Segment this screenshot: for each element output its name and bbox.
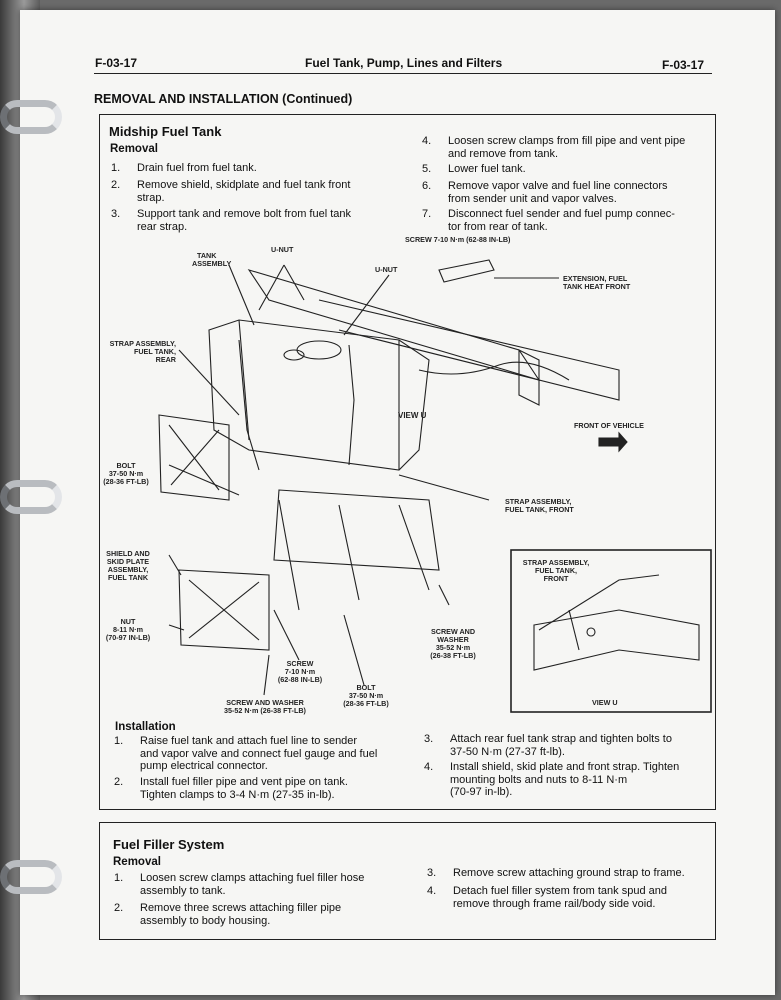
label-bolt-b-3: (28-36 FT-LB) <box>343 699 389 708</box>
label-screw-mid-1: SCREW <box>286 659 314 668</box>
frame-rail-right <box>318 299 620 401</box>
filler-pipe <box>418 361 570 381</box>
fuel-tank-body <box>208 319 430 471</box>
label-inset-strap-2: FUEL TANK, <box>534 566 578 575</box>
shield-rear <box>158 414 230 501</box>
midship-fuel-tank-box <box>99 114 716 810</box>
removal-step-5: 5. Lower fuel tank. <box>422 163 526 175</box>
removal-step-4: 4. Loosen screw clamps from fill pipe an… <box>422 135 686 160</box>
label-shield-2: SKID PLATE <box>106 557 150 566</box>
label-screw-mid-2: 7-10 N·m <box>284 667 316 676</box>
inset-view-u <box>510 549 712 713</box>
label-inset-view-u: VIEW U <box>592 698 618 707</box>
removal-step-1: 1. Drain fuel from fuel tank. <box>111 162 257 174</box>
label-nut-3: (70-97 IN-LB) <box>105 633 151 642</box>
label-strap-rear-1: STRAP ASSEMBLY, <box>109 339 176 348</box>
install-step-2: 2. Install fuel filler pipe and vent pip… <box>114 776 348 801</box>
label-screw-washer-r-2: WASHER <box>437 635 469 644</box>
label-extension-2: TANK HEAT FRONT <box>563 282 631 291</box>
skid-plate <box>273 489 440 571</box>
label-shield-4: FUEL TANK <box>107 573 149 582</box>
leader-bolt-b <box>343 614 365 686</box>
leader-nut <box>168 624 185 631</box>
leader-screw-washer-b <box>263 654 270 696</box>
label-tank-assembly-2: ASSEMBLY <box>192 259 232 268</box>
label-inset-strap-1: STRAP ASSEMBLY, <box>522 558 590 567</box>
label-screw-washer-r-4: (26-38 FT-LB) <box>430 651 476 660</box>
label-bolt-2: 37-50 N·m <box>108 469 144 478</box>
label-nut-1: NUT <box>120 617 136 626</box>
page-header-title: Fuel Tank, Pump, Lines and Filters <box>305 56 503 70</box>
label-bolt-3: (28-36 FT-LB) <box>103 477 149 486</box>
label-screw-mid-3: (62-88 IN-LB) <box>277 675 323 684</box>
removal-step-7: 7. Disconnect fuel sender and fuel pump … <box>422 208 675 233</box>
leader-screw-washer-r <box>438 584 450 606</box>
frame-rail-top <box>247 269 541 381</box>
label-shield-3: ASSEMBLY, <box>107 565 149 574</box>
leader-tank-assembly <box>228 264 255 326</box>
filler-step-2: 2. Remove three screws attaching filler … <box>114 902 342 927</box>
section-title: REMOVAL AND INSTALLATION (Continued) <box>94 92 353 106</box>
rear-strap <box>238 339 260 471</box>
label-strap-rear-3: REAR <box>155 355 176 364</box>
filler-step-3: 3. Remove screw attaching ground strap t… <box>427 867 685 879</box>
removal-step-6: 6. Remove vapor valve and fuel line conn… <box>422 180 668 205</box>
label-strap-front-1: STRAP ASSEMBLY, <box>505 497 572 506</box>
install-step-4: 4. Install shield, skid plate and front … <box>424 761 680 798</box>
front-strap <box>348 344 355 466</box>
label-unut-1: U-NUT <box>271 245 294 254</box>
manual-page <box>20 10 775 995</box>
leader-strap-rear <box>178 349 240 416</box>
fuel-tank-exploded-diagram <box>158 259 712 713</box>
label-screw-washer-b-2: 35-52 N·m (26-38 FT-LB) <box>224 706 306 715</box>
label-inset-strap-3: FRONT <box>543 574 569 583</box>
header-rule <box>94 73 712 74</box>
label-unut-2: U-NUT <box>375 265 398 274</box>
leader-shield <box>168 554 182 576</box>
label-bolt-b-2: 37-50 N·m <box>348 691 384 700</box>
front-arrow <box>598 431 628 453</box>
install-step-1: 1. Raise fuel tank and attach fuel line … <box>114 735 378 772</box>
binder-ring-bottom <box>0 860 62 894</box>
removal-heading: Removal <box>110 143 158 155</box>
label-front-of-vehicle: FRONT OF VEHICLE <box>574 421 644 430</box>
removal-step-3: 3. Support tank and remove bolt from fue… <box>111 208 352 233</box>
label-screw-washer-b-1: SCREW AND WASHER <box>226 698 304 707</box>
binder-ring-top <box>0 100 62 134</box>
page-code-left: F-03-17 <box>95 56 138 70</box>
install-step-3: 3. Attach rear fuel tank strap and tight… <box>424 733 672 758</box>
label-strap-rear-2: FUEL TANK, <box>133 347 176 356</box>
leader-unut-2 <box>343 274 390 336</box>
label-extension-1: EXTENSION, FUEL <box>563 274 628 283</box>
installation-heading: Installation <box>115 721 176 733</box>
label-bolt-b-1: BOLT <box>356 683 376 692</box>
midship-title: Midship Fuel Tank <box>109 124 222 139</box>
label-shield-1: SHIELD AND <box>106 549 150 558</box>
binder-ring-middle <box>0 480 62 514</box>
leader-bolt <box>168 464 240 496</box>
lower-shield <box>178 569 270 651</box>
leader-strap-front <box>398 474 490 501</box>
label-tank-assembly-1: TANK <box>197 251 217 260</box>
label-nut-2: 8-11 N·m <box>113 625 143 634</box>
label-screw-top: SCREW 7-10 N·m (62-88 IN-LB) <box>405 235 511 244</box>
leader-unut-1 <box>258 264 305 311</box>
fuel-filler-system-box <box>99 822 716 940</box>
label-view-u: VIEW U <box>398 411 427 420</box>
filler-removal-heading: Removal <box>113 856 161 868</box>
removal-step-2: 2. Remove shield, skidplate and fuel tan… <box>111 179 351 204</box>
filler-step-4: 4. Detach fuel filler system from tank s… <box>427 885 667 910</box>
extension-bracket <box>438 259 495 283</box>
page-code-right: F-03-17 <box>662 58 705 72</box>
label-screw-washer-r-1: SCREW AND <box>430 627 476 636</box>
label-strap-front-2: FUEL TANK, FRONT <box>505 505 574 514</box>
leader-screw-mid <box>273 609 300 661</box>
filler-title: Fuel Filler System <box>113 837 225 852</box>
filler-step-1: 1. Loosen screw clamps attaching fuel fi… <box>114 872 365 897</box>
label-screw-washer-r-3: 35-52 N·m <box>435 643 471 652</box>
label-bolt-1: BOLT <box>116 461 136 470</box>
